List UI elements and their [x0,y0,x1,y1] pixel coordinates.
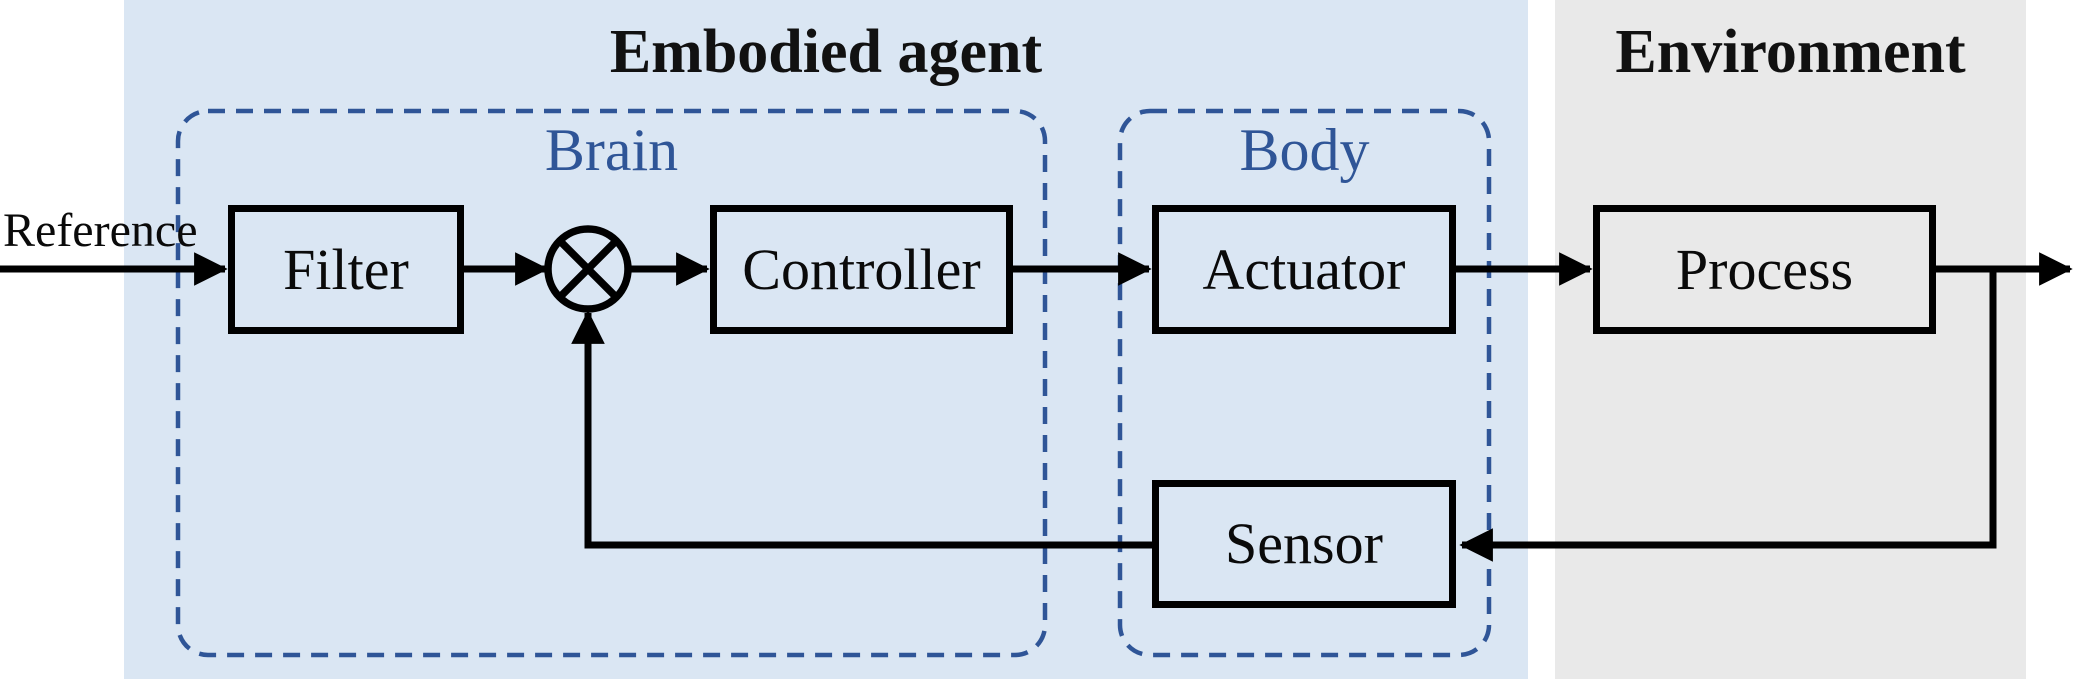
sensor-node-label: Sensor [1225,511,1383,576]
body-group-outline [1117,108,1492,658]
brain-group-outline [175,108,1048,658]
embodied-agent-title: Embodied agent [609,18,1043,86]
controller-node-label: Controller [742,236,981,302]
body-group-label: Body [1239,117,1370,183]
environment-title: Environment [1615,18,1966,86]
environment-region: Environment [1555,0,2026,679]
reference-input-label: Reference [3,204,198,257]
process-node: Process [1593,205,1936,334]
multiply-circle-icon [544,225,632,313]
feedback-sensor-to-junction [571,310,1152,549]
brain-group-label: Brain [544,117,679,183]
junction-diagonal-2 [558,239,618,299]
feedback-process-to-sensor [1459,269,1997,562]
actuator-node-label: Actuator [1202,236,1406,302]
actuator-node: Actuator [1152,205,1456,334]
filter-node: Filter [228,205,464,334]
filter-node-label: Filter [283,236,409,302]
controller-node: Controller [710,205,1013,334]
sensor-node: Sensor [1152,480,1456,608]
process-node-label: Process [1675,236,1854,302]
